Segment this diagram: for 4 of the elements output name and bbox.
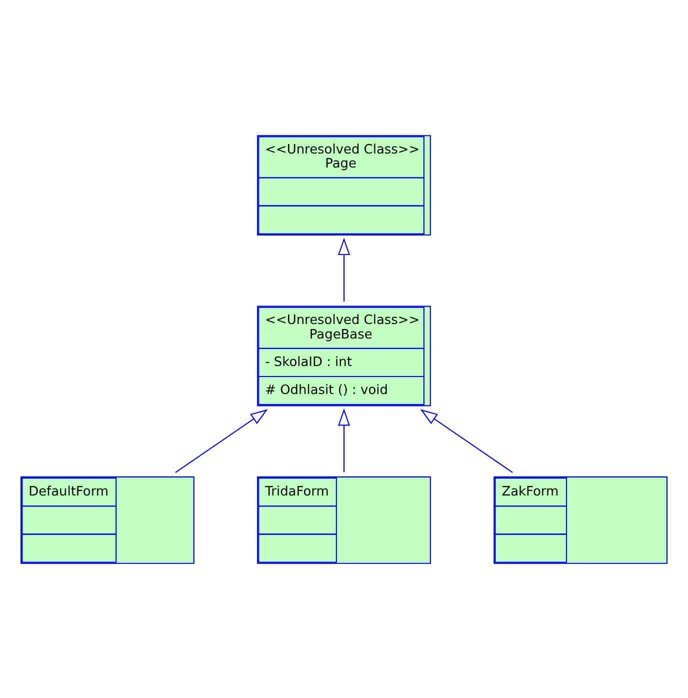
- arrow: [420, 408, 513, 472]
- arrow: [338, 237, 350, 302]
- arrow: [175, 408, 268, 472]
- arrow: [338, 408, 350, 472]
